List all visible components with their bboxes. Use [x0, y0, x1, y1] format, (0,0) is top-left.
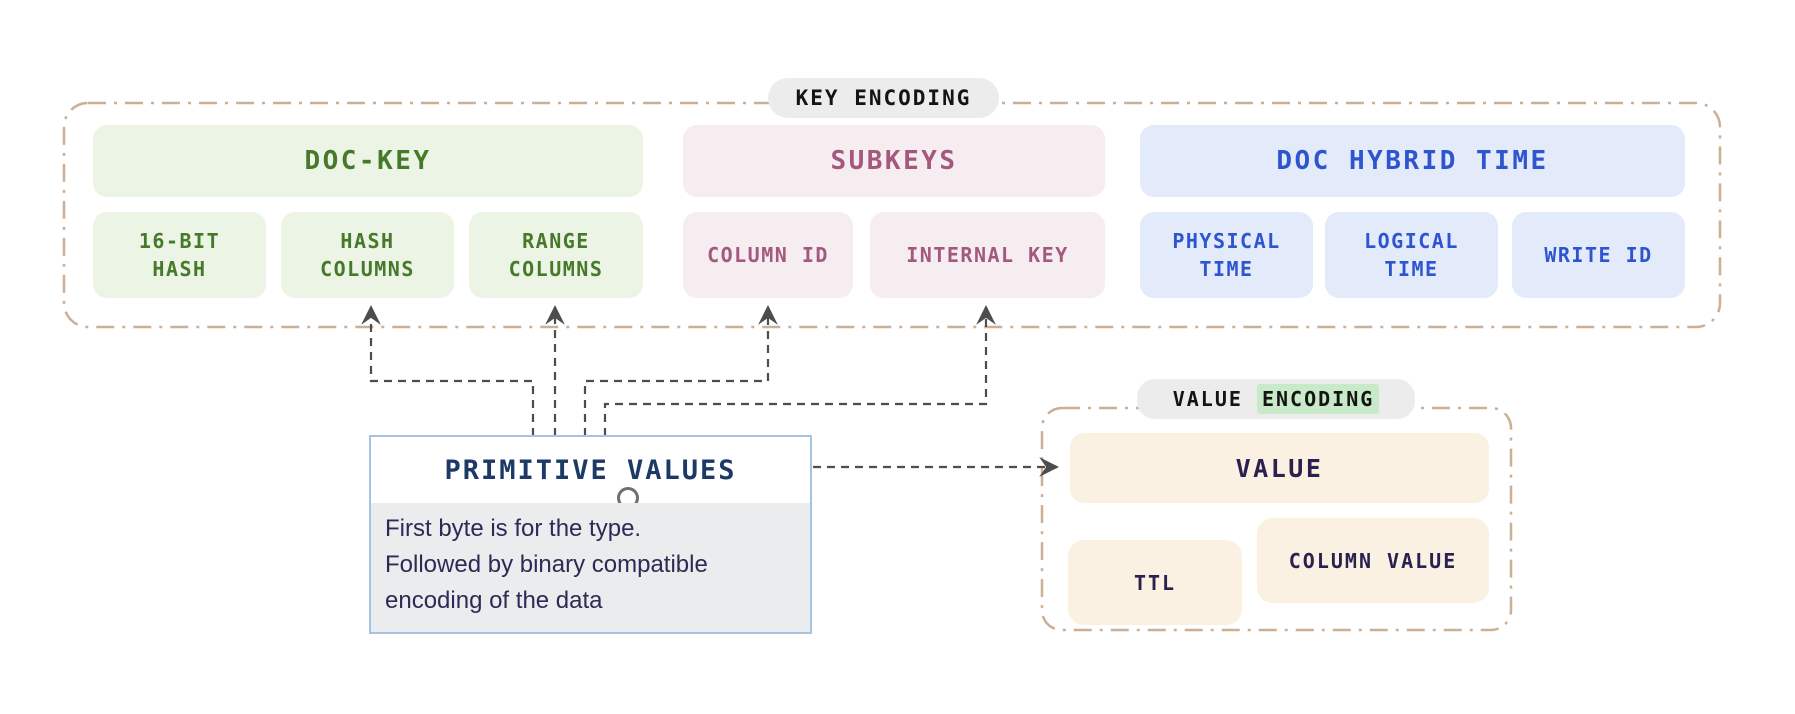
box-physical-time: PHYSICAL TIME [1140, 212, 1313, 298]
primitive-values-card: PRIMITIVE VALUES First byte is for the t… [369, 435, 812, 634]
value-encoding-container-border [1040, 406, 1513, 632]
box-logical-time: LOGICAL TIME [1325, 212, 1498, 298]
subkeys-header: SUBKEYS [683, 125, 1105, 197]
box-16-bit-hash: 16-BIT HASH [93, 212, 266, 298]
box-write-id: WRITE ID [1512, 212, 1685, 298]
value-encoding-label-plain: VALUE [1172, 387, 1243, 411]
box-column-id: COLUMN ID [683, 212, 853, 298]
primitive-values-header: PRIMITIVE VALUES [371, 437, 810, 503]
doc-key-header: DOC-KEY [93, 125, 643, 197]
primitive-values-title: PRIMITIVE VALUES [444, 454, 737, 486]
connector-arrow-internal-key [603, 305, 996, 436]
box-ttl: TTL [1068, 540, 1242, 625]
box-value: VALUE [1070, 433, 1489, 503]
value-encoding-label-highlight: ENCODING [1256, 384, 1380, 414]
box-range-columns: RANGE COLUMNS [469, 212, 643, 298]
value-encoding-label: VALUE ENCODING [1137, 379, 1415, 419]
connector-arrow-hash-columns [361, 305, 535, 436]
box-hash-columns: HASH COLUMNS [281, 212, 454, 298]
connector-arrow-column-id [583, 305, 778, 436]
doc-hybrid-time-header: DOC HYBRID TIME [1140, 125, 1685, 197]
key-encoding-label: KEY ENCODING [768, 78, 999, 118]
primitive-values-description: First byte is for the type. Followed by … [371, 503, 810, 632]
box-internal-key: INTERNAL KEY [870, 212, 1105, 298]
box-column-value: COLUMN VALUE [1257, 518, 1489, 603]
